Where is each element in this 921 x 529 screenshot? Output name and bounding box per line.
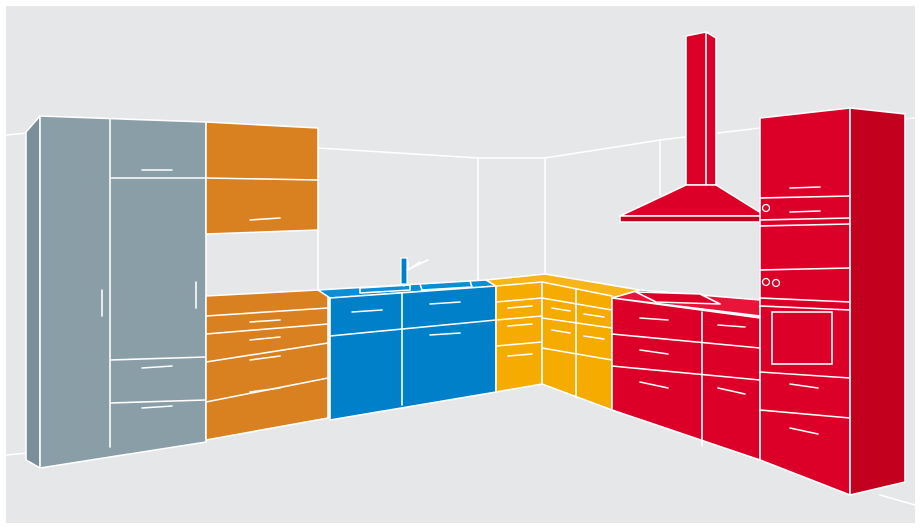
- tall-oven-cabinet-red: [759, 107, 906, 496]
- tall-cabinet-grey: [25, 115, 207, 469]
- wall-cabinet-orange: [205, 121, 319, 235]
- extractor-hood: [619, 31, 767, 223]
- base-cabinet-orange: [205, 289, 329, 441]
- corner-cabinet-yellow: [485, 273, 641, 411]
- base-cabinet-red: [611, 289, 761, 461]
